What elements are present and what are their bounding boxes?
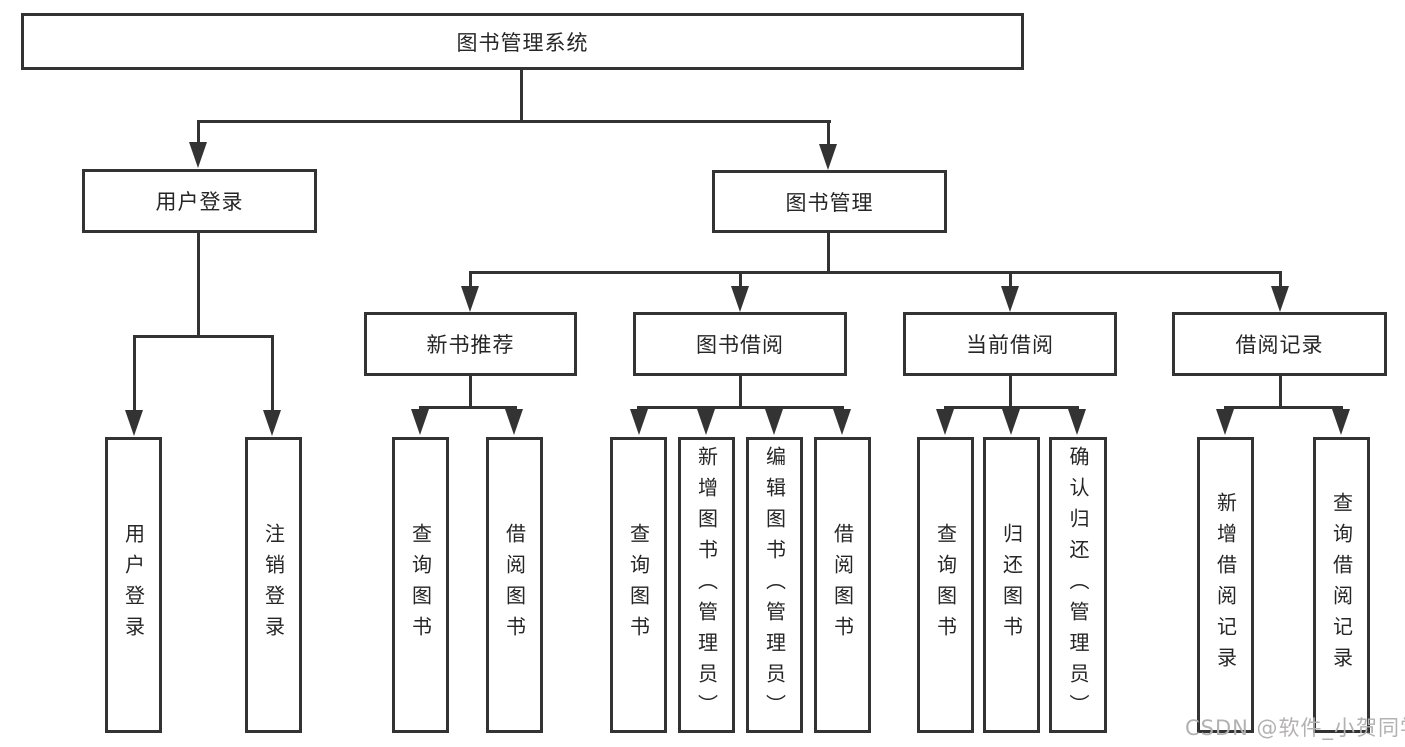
node-add-books-admin: 新增图书（管理员） [678,437,735,733]
node-add-borrow-record: 新增借阅记录 [1197,437,1254,733]
connector-line [133,335,274,338]
node-logout: 注销登录 [245,437,302,733]
node-borrow-books: 借阅图书 [814,437,871,733]
node-borrow-books-recommend: 借阅图书 [486,437,543,733]
connector-line [469,271,1282,274]
arrowhead-icon [697,409,715,435]
node-label: 借阅图书 [830,523,855,647]
arrowhead-icon [731,286,749,312]
arrowhead-icon [1216,409,1234,435]
arrowhead-icon [1002,409,1020,435]
node-borrowing-records: 借阅记录 [1172,312,1387,376]
node-query-borrow-record: 查询借阅记录 [1313,437,1370,733]
node-return-books: 归还图书 [983,437,1040,733]
connector-line [520,67,523,120]
arrowhead-icon [125,410,143,436]
arrowhead-icon [630,409,648,435]
arrowhead-icon [263,410,281,436]
connector-line [1279,376,1282,408]
node-new-book-recommendation: 新书推荐 [364,312,577,376]
node-current-borrowing: 当前借阅 [903,312,1117,376]
arrowhead-icon [505,409,523,435]
connector-line [469,271,472,287]
arrowhead-icon [1001,286,1019,312]
node-book-management: 图书管理 [712,170,947,233]
node-label: 查询借阅记录 [1329,492,1354,678]
connector-line [944,406,1079,409]
connector-line [197,120,200,145]
arrowhead-icon [189,142,207,168]
node-label: 查询图书 [626,523,651,647]
node-root-system: 图书管理系统 [21,13,1024,70]
arrowhead-icon [1332,409,1350,435]
node-query-books-current: 查询图书 [917,437,974,733]
arrowhead-icon [765,409,783,435]
arrowhead-icon [819,144,837,170]
connector-line [827,233,830,274]
node-label: 确认归还（管理员） [1066,445,1090,725]
connector-line [197,233,200,335]
connector-line [1279,271,1282,287]
node-query-books-borrowing: 查询图书 [610,437,667,733]
node-label: 借阅图书 [502,523,527,647]
connector-line [1009,271,1012,287]
node-label: 新增图书（管理员） [694,445,719,725]
connector-line [197,120,831,123]
node-book-borrowing: 图书借阅 [633,312,847,376]
node-label: 新增借阅记录 [1213,492,1238,678]
node-label: 编辑图书（管理员） [762,445,787,725]
connector-line [1009,376,1012,408]
node-query-books-recommend: 查询图书 [392,437,449,733]
arrowhead-icon [411,409,429,435]
node-confirm-return-admin: 确认归还（管理员） [1049,437,1107,733]
csdn-watermark: CSDN @软件_小贺同学 [1185,716,1405,740]
connector-line [419,406,517,409]
connector-line [739,271,742,287]
connector-line [271,335,274,411]
arrowhead-icon [1068,409,1086,435]
arrowhead-icon [461,286,479,312]
node-label: 注销登录 [261,523,286,647]
node-user-login: 用户登录 [105,437,162,733]
connector-line [1224,406,1343,409]
node-label: 查询图书 [933,523,958,647]
node-label: 归还图书 [999,523,1024,647]
arrowhead-icon [833,409,851,435]
node-edit-books-admin: 编辑图书（管理员） [746,437,803,733]
connector-line [469,376,472,408]
node-label: 查询图书 [408,523,433,647]
connector-line [637,406,844,409]
node-user-login-group: 用户登录 [82,169,317,233]
node-label: 用户登录 [121,523,146,647]
arrowhead-icon [936,409,954,435]
connector-line [827,120,830,145]
arrowhead-icon [1271,286,1289,312]
connector-line [133,335,136,411]
connector-line [739,376,742,408]
